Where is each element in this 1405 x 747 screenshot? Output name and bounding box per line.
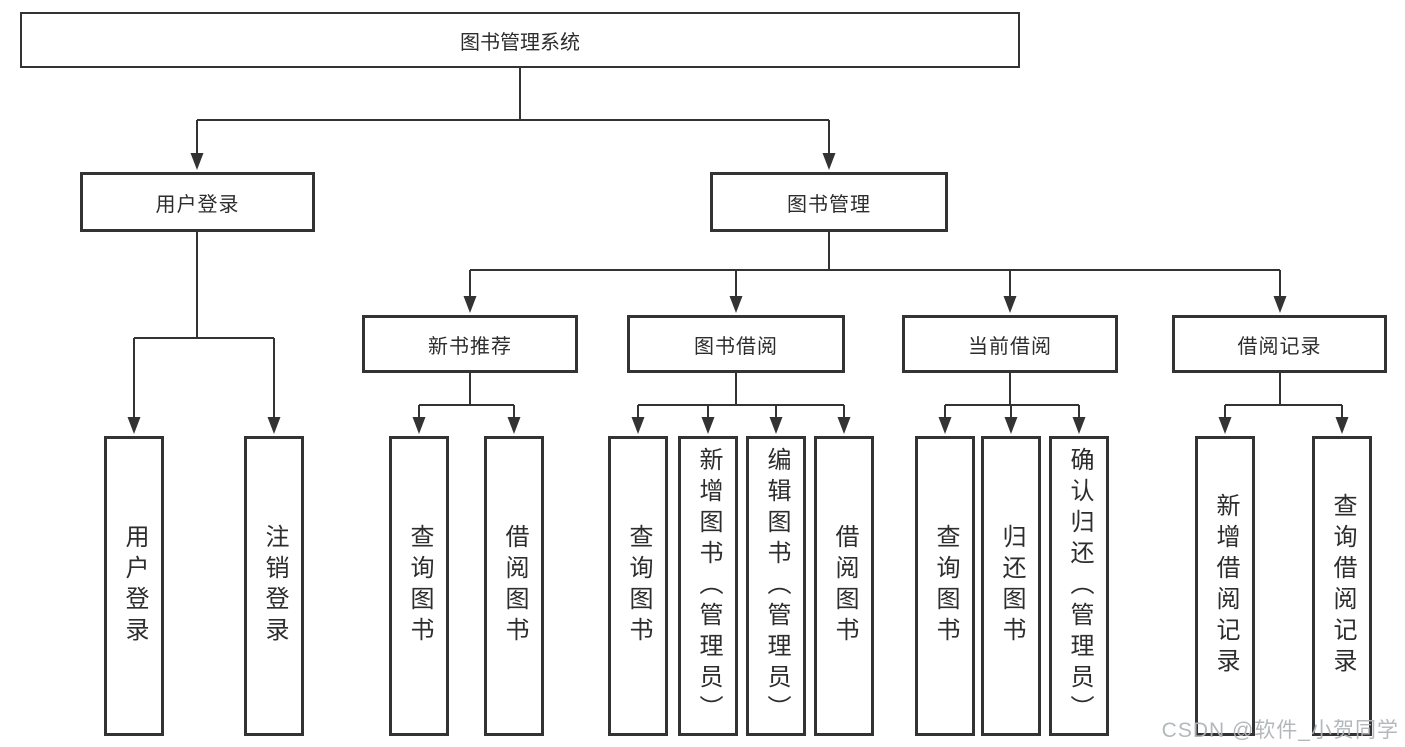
leaf-borrow-books-recommend: 借阅图书 [484,436,544,736]
arrow-down-icon [267,417,281,434]
connector-new-book-recommend-children [418,373,515,420]
leaf-return-books: 归还图书 [981,436,1041,736]
node-label: 用户登录 [155,193,240,216]
arrow-down-icon [507,417,521,434]
arrow-down-icon [463,296,477,313]
node-label: 当前借阅 [968,335,1052,358]
arrow-down-icon [190,153,204,170]
node-book-borrow: 图书借阅 [627,315,845,373]
connector-root-to-level2 [196,68,830,156]
connector-user-login-children [133,232,275,420]
leaf-add-borrow-record: 新增借阅记录 [1195,436,1255,736]
node-label: 新书推荐 [428,335,512,358]
leaf-label: 新增借阅记录 [1212,493,1239,679]
leaf-label: 借阅图书 [831,524,858,648]
connector-book-management-children [469,232,1281,299]
leaf-label: 查询图书 [932,524,959,648]
leaf-label: 注销登录 [261,524,288,648]
arrow-down-icon [631,417,645,434]
arrow-down-icon [837,417,851,434]
node-new-book-recommend: 新书推荐 [362,315,578,373]
leaf-label: 查询图书 [625,524,652,648]
node-current-borrow: 当前借阅 [902,315,1118,373]
arrow-down-icon [127,417,141,434]
leaf-label: 查询图书 [406,524,433,648]
leaf-label: 确认归还（管理员） [1066,446,1093,726]
connector-borrow-records-children [1224,373,1343,420]
node-book-management: 图书管理 [710,172,948,232]
node-borrow-records: 借阅记录 [1172,315,1387,373]
arrow-down-icon [701,417,715,434]
leaf-user-login: 用户登录 [104,436,164,736]
arrow-down-icon [1273,296,1287,313]
arrow-down-icon [1218,417,1232,434]
leaf-query-books-recommend: 查询图书 [389,436,449,736]
node-label: 图书管理 [787,193,871,216]
connector-current-borrow-children [944,373,1080,420]
node-user-login: 用户登录 [80,172,315,232]
leaf-label: 归还图书 [998,524,1025,648]
leaf-confirm-return-admin: 确认归还（管理员） [1049,436,1109,736]
leaf-edit-books-admin: 编辑图书（管理员） [746,436,806,736]
leaf-label: 用户登录 [121,524,148,648]
leaf-query-books-borrow: 查询图书 [608,436,668,736]
arrow-down-icon [1004,417,1018,434]
csdn-watermark: CSDN @软件_小贺同学 [1161,719,1399,742]
node-label: 图书管理系统 [460,31,580,54]
arrow-down-icon [822,153,836,170]
leaf-borrow-books: 借阅图书 [814,436,874,736]
leaf-logout: 注销登录 [244,436,304,736]
arrow-down-icon [729,296,743,313]
arrow-down-icon [412,417,426,434]
leaf-label: 借阅图书 [501,524,528,648]
arrow-down-icon [1003,296,1017,313]
arrow-down-icon [1335,417,1349,434]
arrow-down-icon [938,417,952,434]
connector-book-borrow-children [637,373,845,420]
arrow-down-icon [1072,417,1086,434]
node-book-management-system: 图书管理系统 [20,12,1020,68]
leaf-query-books-current: 查询图书 [915,436,975,736]
leaf-label: 新增图书（管理员） [695,446,722,726]
leaf-add-books-admin: 新增图书（管理员） [678,436,738,736]
leaf-label: 编辑图书（管理员） [763,446,790,726]
arrow-down-icon [769,417,783,434]
leaf-label: 查询借阅记录 [1329,493,1356,679]
node-label: 借阅记录 [1237,335,1322,358]
leaf-query-borrow-record: 查询借阅记录 [1312,436,1372,736]
node-label: 图书借阅 [694,335,778,358]
